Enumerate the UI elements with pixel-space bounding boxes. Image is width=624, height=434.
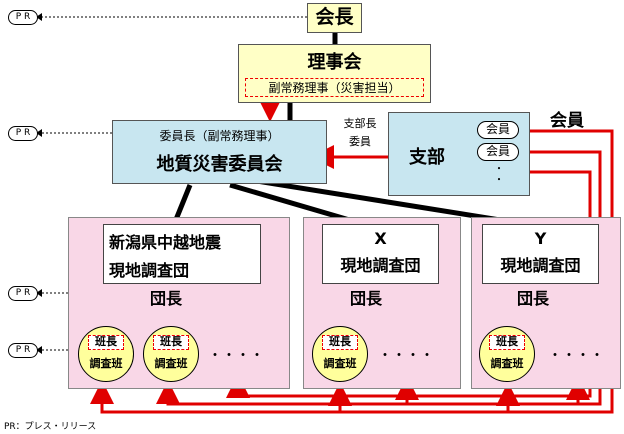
branch-member-dots: ・・ <box>494 164 504 186</box>
squad-ellipsis: ・・・・ <box>548 348 604 364</box>
squad-name: 調査班 <box>323 357 357 370</box>
pr-badge-president: P R <box>8 10 38 25</box>
team-leader-2: 団長 <box>350 289 383 308</box>
president-box: 会長 <box>307 3 362 33</box>
team-leader-3: 団長 <box>517 289 550 308</box>
team-title-3b: 現地調査団 <box>500 256 581 275</box>
line-committee-team1 <box>172 184 193 223</box>
squad-ellipsis: ・・・・ <box>378 348 434 364</box>
president-label: 会長 <box>315 6 354 28</box>
member-loop-2 <box>156 150 602 406</box>
squad-circle: 班長 調査班 <box>479 326 535 382</box>
team-title-box-3: Y 現地調査団 <box>482 224 599 284</box>
team-title-box-2: X 現地調査団 <box>322 224 439 284</box>
squad-leader: 班長 <box>322 335 358 350</box>
team-title-2a: X <box>374 229 387 248</box>
squad-ellipsis: ・・・・ <box>208 348 264 364</box>
committee-chair: 委員長（副常務理事） <box>159 129 280 143</box>
board-title: 理事会 <box>307 52 362 73</box>
branch-chief-label: 支部長 委員 <box>343 117 377 148</box>
pr-badge-committee: P R <box>8 126 38 141</box>
pr-badge-team: P R <box>8 286 38 301</box>
squad-name: 調査班 <box>89 357 123 370</box>
squad-name: 調査班 <box>490 357 524 370</box>
team-title-2b: 現地調査団 <box>340 256 421 275</box>
board-sub: 副常務理事（災害担当） <box>245 78 424 97</box>
squad-circle: 班長 調査班 <box>312 326 368 382</box>
members-label: 会員 <box>550 111 584 131</box>
footnote: PR：プレス・リリース <box>4 422 97 432</box>
branch-name: 支部 <box>409 147 445 168</box>
committee-box: 委員長（副常務理事） 地質災害委員会 <box>112 120 327 184</box>
squad-leader: 班長 <box>153 335 189 350</box>
team-title-1b: 現地調査団 <box>109 261 190 280</box>
team-title-3a: Y <box>534 229 547 248</box>
squad-circle: 班長 調査班 <box>78 326 134 382</box>
squad-name: 調査班 <box>154 357 188 370</box>
team-title-1a: 新潟県中越地震 <box>109 233 222 252</box>
member-loop-1 <box>90 129 614 414</box>
pr-badge-squad: P R <box>8 343 38 358</box>
squad-circle: 班長 調査班 <box>143 326 199 382</box>
team-leader-1: 団長 <box>150 289 183 308</box>
member-loop-3 <box>226 170 592 398</box>
committee-name: 地質災害委員会 <box>156 154 283 175</box>
branch-member-2: 会員 <box>477 143 519 161</box>
squad-leader: 班長 <box>489 335 525 350</box>
squad-leader: 班長 <box>88 335 124 350</box>
branch-member-1: 会員 <box>477 121 519 139</box>
team-title-box-1: 新潟県中越地震 現地調査団 <box>103 224 261 284</box>
board-box: 理事会 副常務理事（災害担当） <box>238 44 431 103</box>
